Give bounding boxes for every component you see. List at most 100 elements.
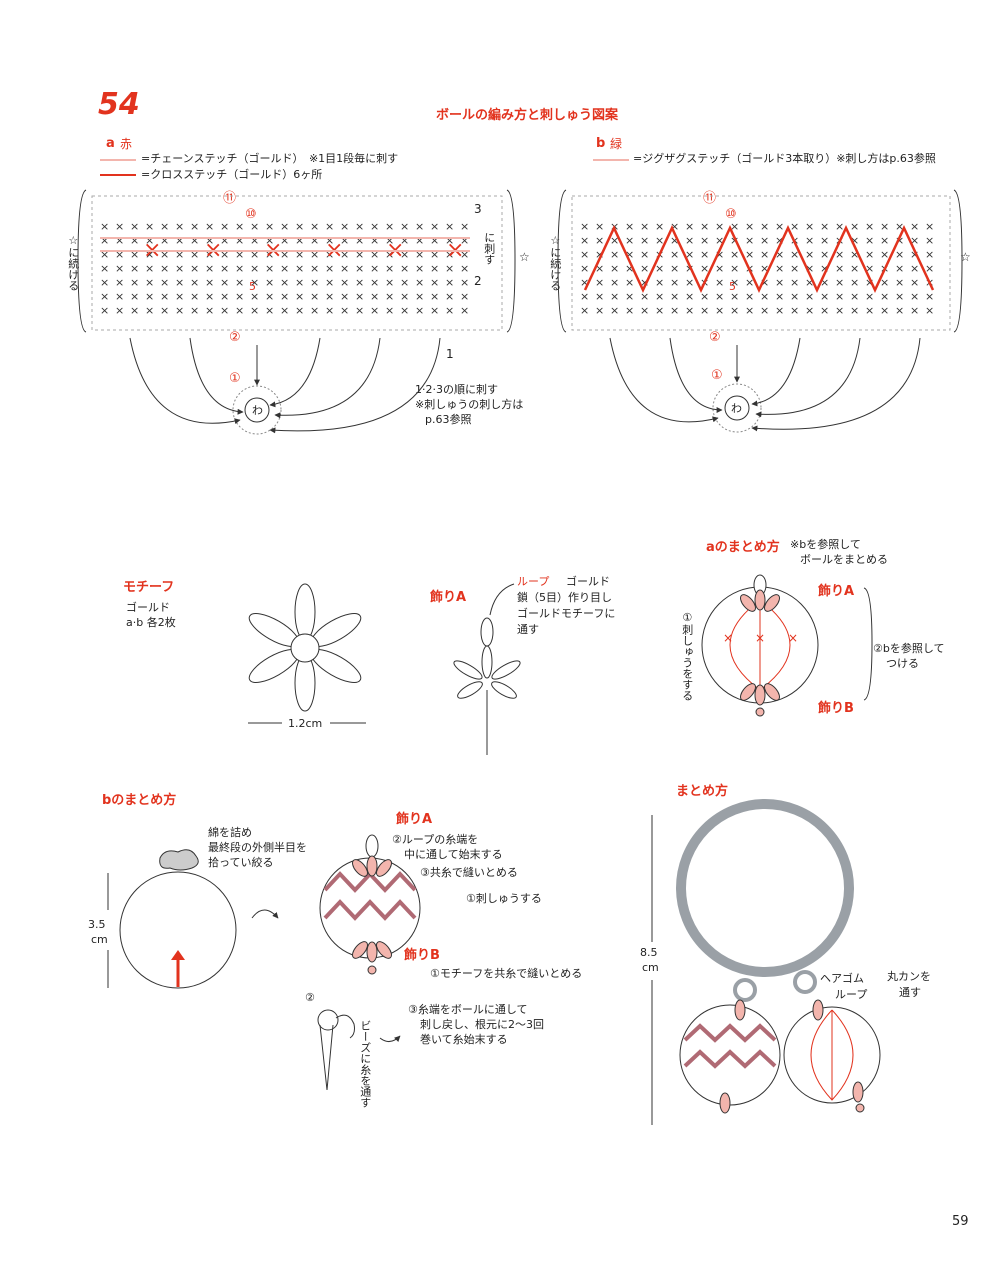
a-finish-step2-1: ②bを参照して <box>873 642 945 655</box>
stitch-mark: × <box>715 304 724 317</box>
stitch-mark: × <box>820 304 829 317</box>
stitch-mark: × <box>460 262 469 275</box>
stitch-mark: × <box>340 304 349 317</box>
stitch-mark: × <box>880 248 889 261</box>
ring-a-circle <box>244 397 270 423</box>
stitch-mark: × <box>895 262 904 275</box>
note-order: 1·2·3の順に刺す <box>415 383 498 396</box>
stitch-mark: × <box>655 234 664 247</box>
stitch-mark: × <box>865 234 874 247</box>
stitch-mark: × <box>205 234 214 247</box>
stitch-mark: × <box>850 220 859 233</box>
stitch-mark: × <box>655 304 664 317</box>
stitch-mark: × <box>220 276 229 289</box>
b-finish-size1: 3.5 <box>88 918 106 931</box>
stitch-mark: × <box>595 290 604 303</box>
stitch-mark: × <box>625 220 634 233</box>
stitch-mark: × <box>865 220 874 233</box>
stitch-mark: × <box>460 290 469 303</box>
stitch-mark: × <box>790 276 799 289</box>
stitch-mark: × <box>640 220 649 233</box>
svg-text:×: × <box>788 631 798 645</box>
stitch-mark: × <box>310 290 319 303</box>
pattern-number: 54 <box>98 87 140 122</box>
stitch-mark: × <box>445 220 454 233</box>
stitch-mark: × <box>685 248 694 261</box>
stitch-mark: × <box>220 304 229 317</box>
stitch-mark: × <box>910 262 919 275</box>
stitch-mark: × <box>685 220 694 233</box>
stitch-mark: × <box>745 304 754 317</box>
stitch-mark: × <box>745 248 754 261</box>
stitch-mark: × <box>115 262 124 275</box>
stitch-mark: × <box>445 276 454 289</box>
stitch-mark: × <box>775 304 784 317</box>
stitch-mark: × <box>910 276 919 289</box>
stitch-mark: × <box>400 276 409 289</box>
a-finish-kazari-b: 飾りB <box>818 701 854 716</box>
stitch-mark: × <box>355 234 364 247</box>
assembly-ring1: 丸カンを <box>887 970 931 983</box>
stitch-mark: × <box>745 234 754 247</box>
stitch-mark: × <box>280 290 289 303</box>
zigzag-stitch-line <box>583 225 935 293</box>
stitch-mark: × <box>850 290 859 303</box>
stitch-mark: × <box>265 248 274 261</box>
stitch-mark: × <box>820 220 829 233</box>
stitch-mark: × <box>325 304 334 317</box>
stitch-mark: × <box>190 290 199 303</box>
stitch-mark: × <box>835 276 844 289</box>
stitch-mark: × <box>295 304 304 317</box>
stitch-mark: × <box>715 276 724 289</box>
chart-a: ××××××××××××××××××××××××××××××××××××××××… <box>77 189 516 333</box>
stitch-mark: × <box>430 234 439 247</box>
stitch-mark: × <box>220 290 229 303</box>
stitch-mark: × <box>460 304 469 317</box>
stitch-mark: × <box>400 248 409 261</box>
stitch-mark: × <box>670 220 679 233</box>
order-2: 2 <box>474 274 482 288</box>
stitch-mark: × <box>775 248 784 261</box>
kazari-a-line3: ゴールドモチーフに <box>517 607 616 620</box>
stitch-mark: × <box>685 304 694 317</box>
stitch-mark: × <box>730 290 739 303</box>
stitch-mark: × <box>190 220 199 233</box>
note-ref2: p.63参照 <box>425 413 472 426</box>
stitch-mark: × <box>130 262 139 275</box>
chart-a-bracket-left <box>77 189 87 333</box>
stitch-mark: × <box>775 262 784 275</box>
stitch-mark: × <box>370 220 379 233</box>
stitch-mark: × <box>325 290 334 303</box>
stitch-mark: × <box>745 290 754 303</box>
stitch-mark: × <box>595 304 604 317</box>
stitch-mark: × <box>310 304 319 317</box>
stitch-mark: × <box>235 248 244 261</box>
stitch-mark: × <box>730 304 739 317</box>
stitch-mark: × <box>400 304 409 317</box>
stitch-mark: × <box>100 220 109 233</box>
stitch-mark: × <box>370 304 379 317</box>
stitch-mark: × <box>775 276 784 289</box>
chart-b-bracket-right <box>953 189 963 333</box>
stitch-mark: × <box>925 248 934 261</box>
b-finish-bead-text: ビーズに糸を通す <box>358 1020 372 1108</box>
stitch-mark: × <box>595 276 604 289</box>
stitch-mark: × <box>310 276 319 289</box>
b-finish-step-a2-1: ②ループの糸端を <box>392 833 479 846</box>
stitch-mark: × <box>175 234 184 247</box>
stitch-mark: × <box>340 220 349 233</box>
stitch-mark: × <box>235 304 244 317</box>
stitch-mark: × <box>805 262 814 275</box>
side-right-b: ☆ <box>960 250 971 264</box>
stitch-mark: × <box>610 290 619 303</box>
stitch-mark: × <box>730 248 739 261</box>
stitch-mark: × <box>370 290 379 303</box>
stitch-mark: × <box>925 220 934 233</box>
stitch-mark: × <box>580 220 589 233</box>
section-b-color: 緑 <box>610 137 623 151</box>
b-finish-zigzag-ball <box>319 834 421 975</box>
stitch-mark: × <box>445 290 454 303</box>
order-1: 1 <box>446 347 454 361</box>
stitch-mark: × <box>700 262 709 275</box>
section-a-color: 赤 <box>120 137 133 151</box>
